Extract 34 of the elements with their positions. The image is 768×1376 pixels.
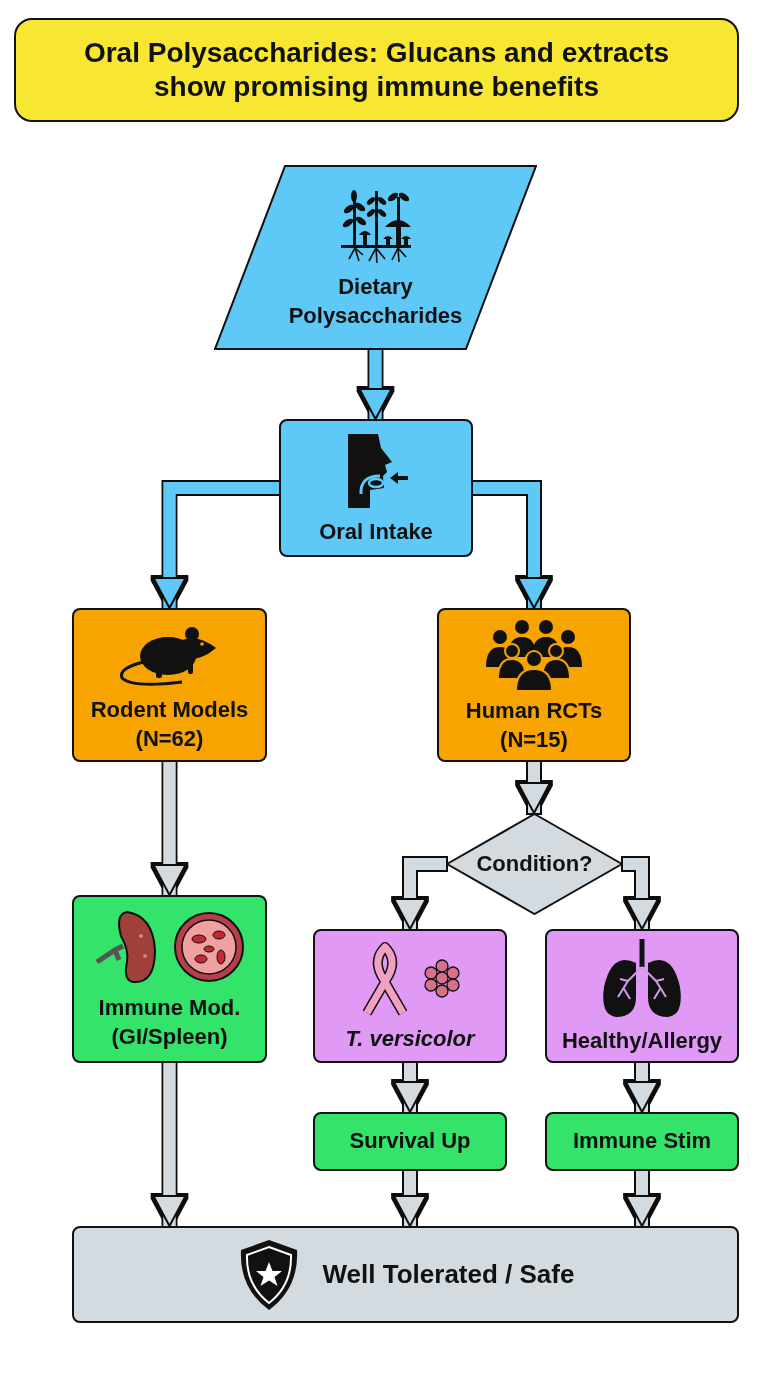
- node-label: Immune Stim: [572, 1127, 712, 1156]
- process-box: [279, 419, 473, 557]
- study-box: [437, 608, 631, 762]
- condition-box: [545, 929, 739, 1063]
- flow-arrow: [152, 762, 187, 896]
- node-label: Oral Intake: [319, 517, 433, 546]
- outcome-box: [72, 895, 267, 1063]
- flow-arrow: [473, 482, 551, 609]
- study-box: [72, 608, 267, 762]
- title-banner: Oral Polysaccharides: Glucans and extracts show promising immune benefits: [14, 18, 739, 122]
- node-label: Survival Up: [349, 1127, 471, 1156]
- node-label: Rodent Models (N=62): [89, 696, 250, 753]
- input-parallelogram: [214, 165, 537, 350]
- node-label: Well Tolerated / Safe: [322, 1257, 575, 1291]
- flow-arrow: [625, 1063, 659, 1113]
- flow-arrow: [623, 858, 659, 930]
- flow-arrow: [358, 350, 393, 420]
- flow-arrow: [393, 1063, 427, 1113]
- node-label: Dietary Polysaccharides: [287, 272, 464, 330]
- flow-arrow: [152, 482, 279, 609]
- condition-box: [313, 929, 507, 1063]
- node-label: Condition?: [476, 849, 593, 878]
- node-label: Healthy/Allergy: [561, 1026, 723, 1055]
- outcome-box: [313, 1112, 507, 1171]
- node-label: Human RCTs (N=15): [464, 697, 604, 754]
- flow-arrow: [625, 1171, 659, 1227]
- flow-arrow: [152, 1063, 187, 1227]
- decision-diamond: [446, 813, 623, 915]
- outcome-box: [545, 1112, 739, 1171]
- result-box: [72, 1226, 739, 1323]
- flow-arrow: [517, 762, 551, 814]
- flow-arrow: [393, 1171, 427, 1227]
- node-label: T. versicolor: [345, 1024, 475, 1053]
- node-label: Immune Mod. (GI/Spleen): [97, 994, 242, 1051]
